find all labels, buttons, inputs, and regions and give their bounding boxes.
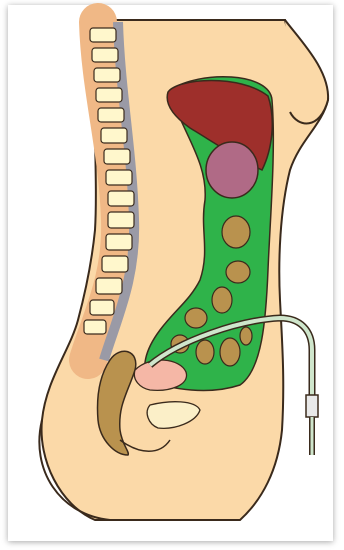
- uterus-icon: [134, 360, 186, 390]
- stomach-icon: [206, 142, 258, 198]
